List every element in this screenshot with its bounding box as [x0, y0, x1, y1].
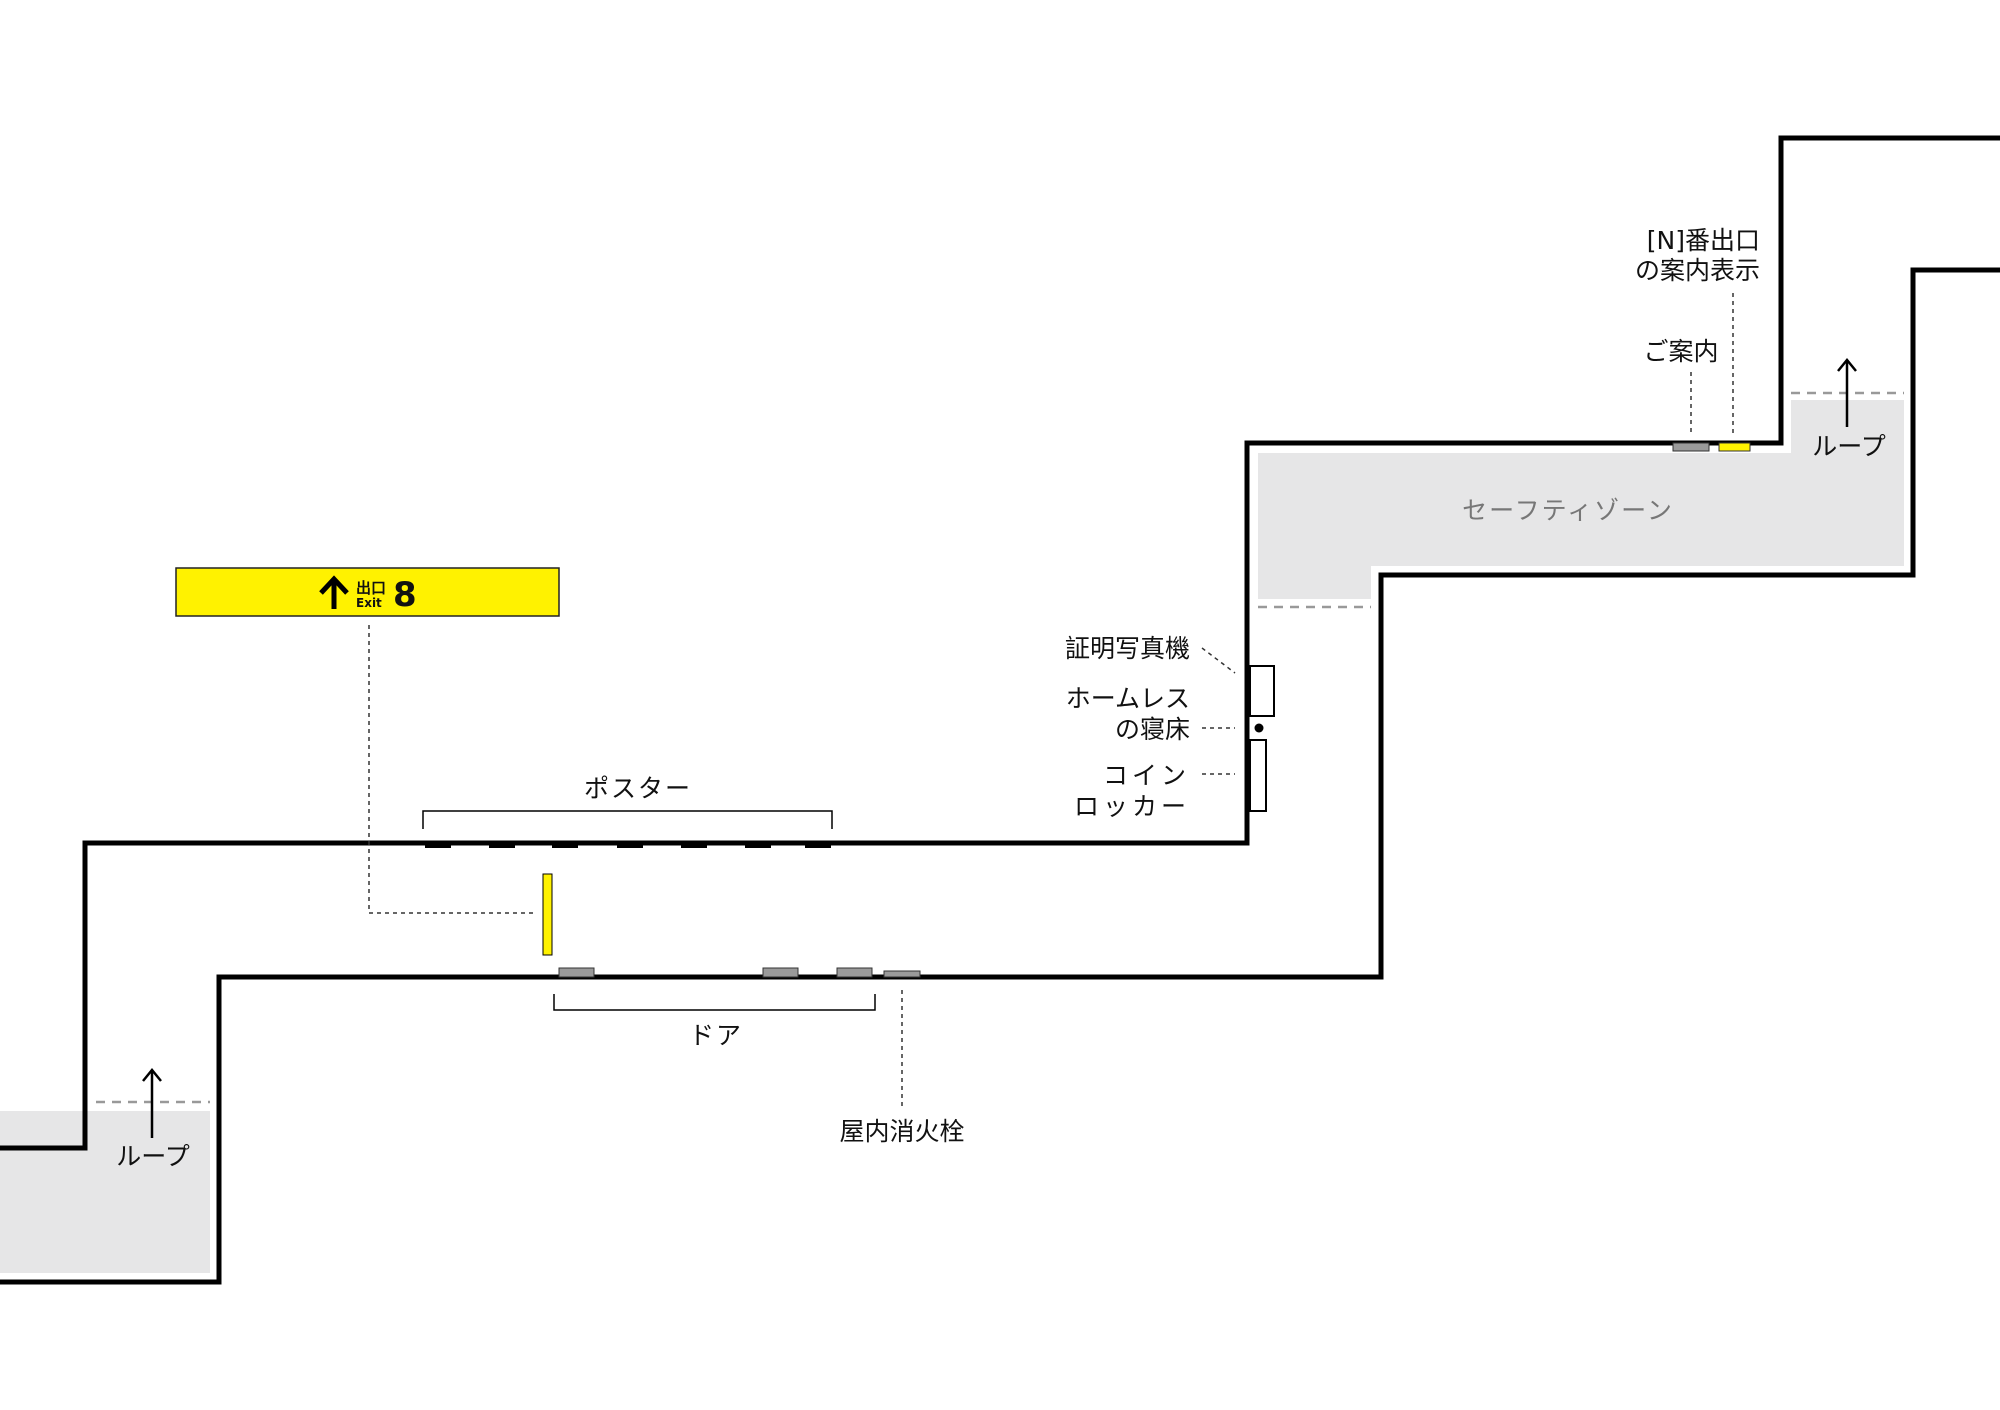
exit-sign: 出口 Exit 8	[175, 567, 560, 617]
posters-bracket	[422, 810, 833, 829]
info-board	[1672, 442, 1710, 452]
exit-sign-marker	[542, 873, 553, 956]
fire-hydrant-label: 屋内消火栓	[839, 1117, 964, 1146]
loop-label-left: ループ	[116, 1142, 190, 1171]
homeless-bed-label-2: の寝床	[1115, 715, 1190, 744]
info-label: ご案内	[1643, 337, 1718, 366]
loop-label-right: ループ	[1812, 432, 1886, 461]
safety-zone	[1258, 400, 1904, 599]
doors	[558, 967, 873, 978]
coin-lockers	[1249, 739, 1267, 812]
doors-bracket	[553, 994, 876, 1011]
homeless-bed	[1254, 723, 1264, 733]
photo-booth	[1249, 665, 1275, 717]
lockers-label-1: コイン	[1103, 761, 1190, 790]
exit-sign-number: 8	[393, 575, 417, 615]
loop-zone-left	[0, 1111, 210, 1273]
exit-sign-en: Exit	[356, 596, 382, 610]
corridor-wall-lower	[0, 267, 2000, 1285]
photo-booth-label: 証明写真機	[1065, 634, 1190, 663]
fire-hydrant	[883, 970, 921, 978]
exit-sign-jp: 出口	[356, 579, 386, 597]
photo-booth-leader	[1201, 647, 1236, 674]
loop-arrow-right-icon	[1837, 358, 1857, 427]
arrow-up-icon	[319, 575, 349, 609]
corridor-wall-upper	[0, 135, 2000, 1151]
doors-label: ドア	[689, 1021, 743, 1050]
exit-sign-leader	[368, 625, 533, 914]
loop-arrow-left-icon	[142, 1068, 162, 1138]
posters	[425, 843, 831, 848]
exit-number-sign	[1718, 442, 1751, 452]
lockers-label-2: ロッカー	[1074, 792, 1190, 821]
exit-number-sign-label-1: [N]番出口	[1647, 226, 1760, 255]
homeless-bed-label-1: ホームレス	[1066, 684, 1190, 713]
safety-zone-label: セーフティゾーン	[1462, 496, 1674, 525]
posters-label: ポスター	[584, 774, 692, 803]
exit-number-sign-label-2: の案内表示	[1635, 256, 1760, 285]
